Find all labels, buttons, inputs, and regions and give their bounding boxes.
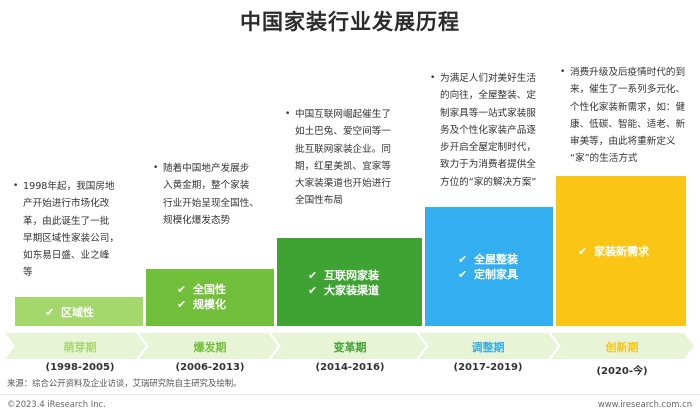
footer-divider — [0, 394, 700, 395]
stage-3-years: (2014-2016) — [315, 362, 385, 373]
stage-2-labels: ✔全国性 ✔规模化 — [177, 282, 226, 312]
timeline-chevron-4 — [419, 333, 558, 359]
stage-5-labels: ✔家装新需求 — [578, 244, 649, 259]
stage-4-label-1: ✔全屋整装 — [458, 253, 518, 266]
stage-4-labels: ✔全屋整装 ✔定制家具 — [458, 252, 518, 282]
stage-3-description: 中国互联网崛起催生了 如土巴兔、爱空间等一 批互联网家装企业。同 期，红星美凯、… — [285, 106, 420, 210]
stage-2-label-2: ✔规模化 — [177, 298, 226, 311]
stage-2-label-1: ✔全国性 — [177, 283, 226, 296]
stage-1-phase: 萌芽期 — [63, 341, 97, 354]
copyright: ©2023.4 iResearch Inc. — [7, 399, 106, 409]
check-icon: ✔ — [177, 298, 187, 311]
check-icon: ✔ — [45, 306, 55, 319]
page-title: 中国家装行业发展历程 — [240, 10, 460, 34]
stage-4-years: (2017-2019) — [453, 362, 523, 373]
stage-3-phase: 变革期 — [333, 341, 367, 354]
stage-1-bar — [15, 297, 143, 326]
check-icon: ✔ — [308, 284, 318, 297]
stage-4-bar — [425, 207, 553, 326]
stage-3-labels: ✔互联网家装 ✔大家装渠道 — [308, 268, 379, 298]
stage-5-description: 消费升级及后疫情时代的到 来，催生了一系列多元化、 个性化家装新需求，如：健 康… — [560, 64, 695, 168]
check-icon: ✔ — [308, 269, 318, 282]
timeline-chevron-5 — [551, 333, 694, 359]
stage-2-years: (2006-2013) — [175, 362, 245, 373]
stage-2-bar — [146, 269, 274, 326]
stage-1-labels: ✔区域性 — [45, 305, 94, 320]
check-icon: ✔ — [177, 283, 187, 296]
stage-5-label-1: ✔家装新需求 — [578, 245, 649, 258]
stage-4-label-2: ✔定制家具 — [458, 268, 518, 281]
stage-5-bar — [556, 176, 686, 326]
stage-2-description: 随着中国地产发展步 入黄金期，整个家装 行业开始呈现全国性、 规模化爆发态势 — [153, 160, 278, 229]
stage-1-description: 1998年起，我国房地 产开始进行市场化改 革，由此诞生了一批 早期区域性家装公… — [13, 178, 148, 282]
check-icon: ✔ — [458, 253, 468, 266]
stage-3-label-1: ✔互联网家装 — [308, 269, 379, 282]
stage-1-years: (1998-2005) — [45, 362, 115, 373]
stage-1-label-1: ✔区域性 — [45, 306, 94, 319]
stage-4-description: 为满足人们对美好生活 的向往，全屋整装、定 制家具等一站式家装服 务及个性化家装… — [430, 70, 555, 191]
stage-3-bar — [277, 238, 422, 326]
timeline-chevron-2 — [139, 333, 278, 359]
source-note: 来源：综合公开资料及企业访谈，艾瑞研究院自主研究及绘制。 — [7, 378, 242, 388]
stage-5-phase: 创新期 — [605, 341, 639, 354]
check-icon: ✔ — [578, 245, 588, 258]
timeline-chevron-3 — [271, 333, 426, 359]
stage-2-phase: 爆发期 — [193, 341, 227, 354]
timeline-chevron-1 — [5, 333, 146, 359]
stage-4-phase: 调整期 — [471, 341, 505, 354]
website-link[interactable]: www.iresearch.com.cn — [597, 399, 692, 409]
stage-5-years: (2020-今) — [596, 366, 648, 377]
check-icon: ✔ — [458, 268, 468, 281]
stage-3-label-2: ✔大家装渠道 — [308, 284, 379, 297]
